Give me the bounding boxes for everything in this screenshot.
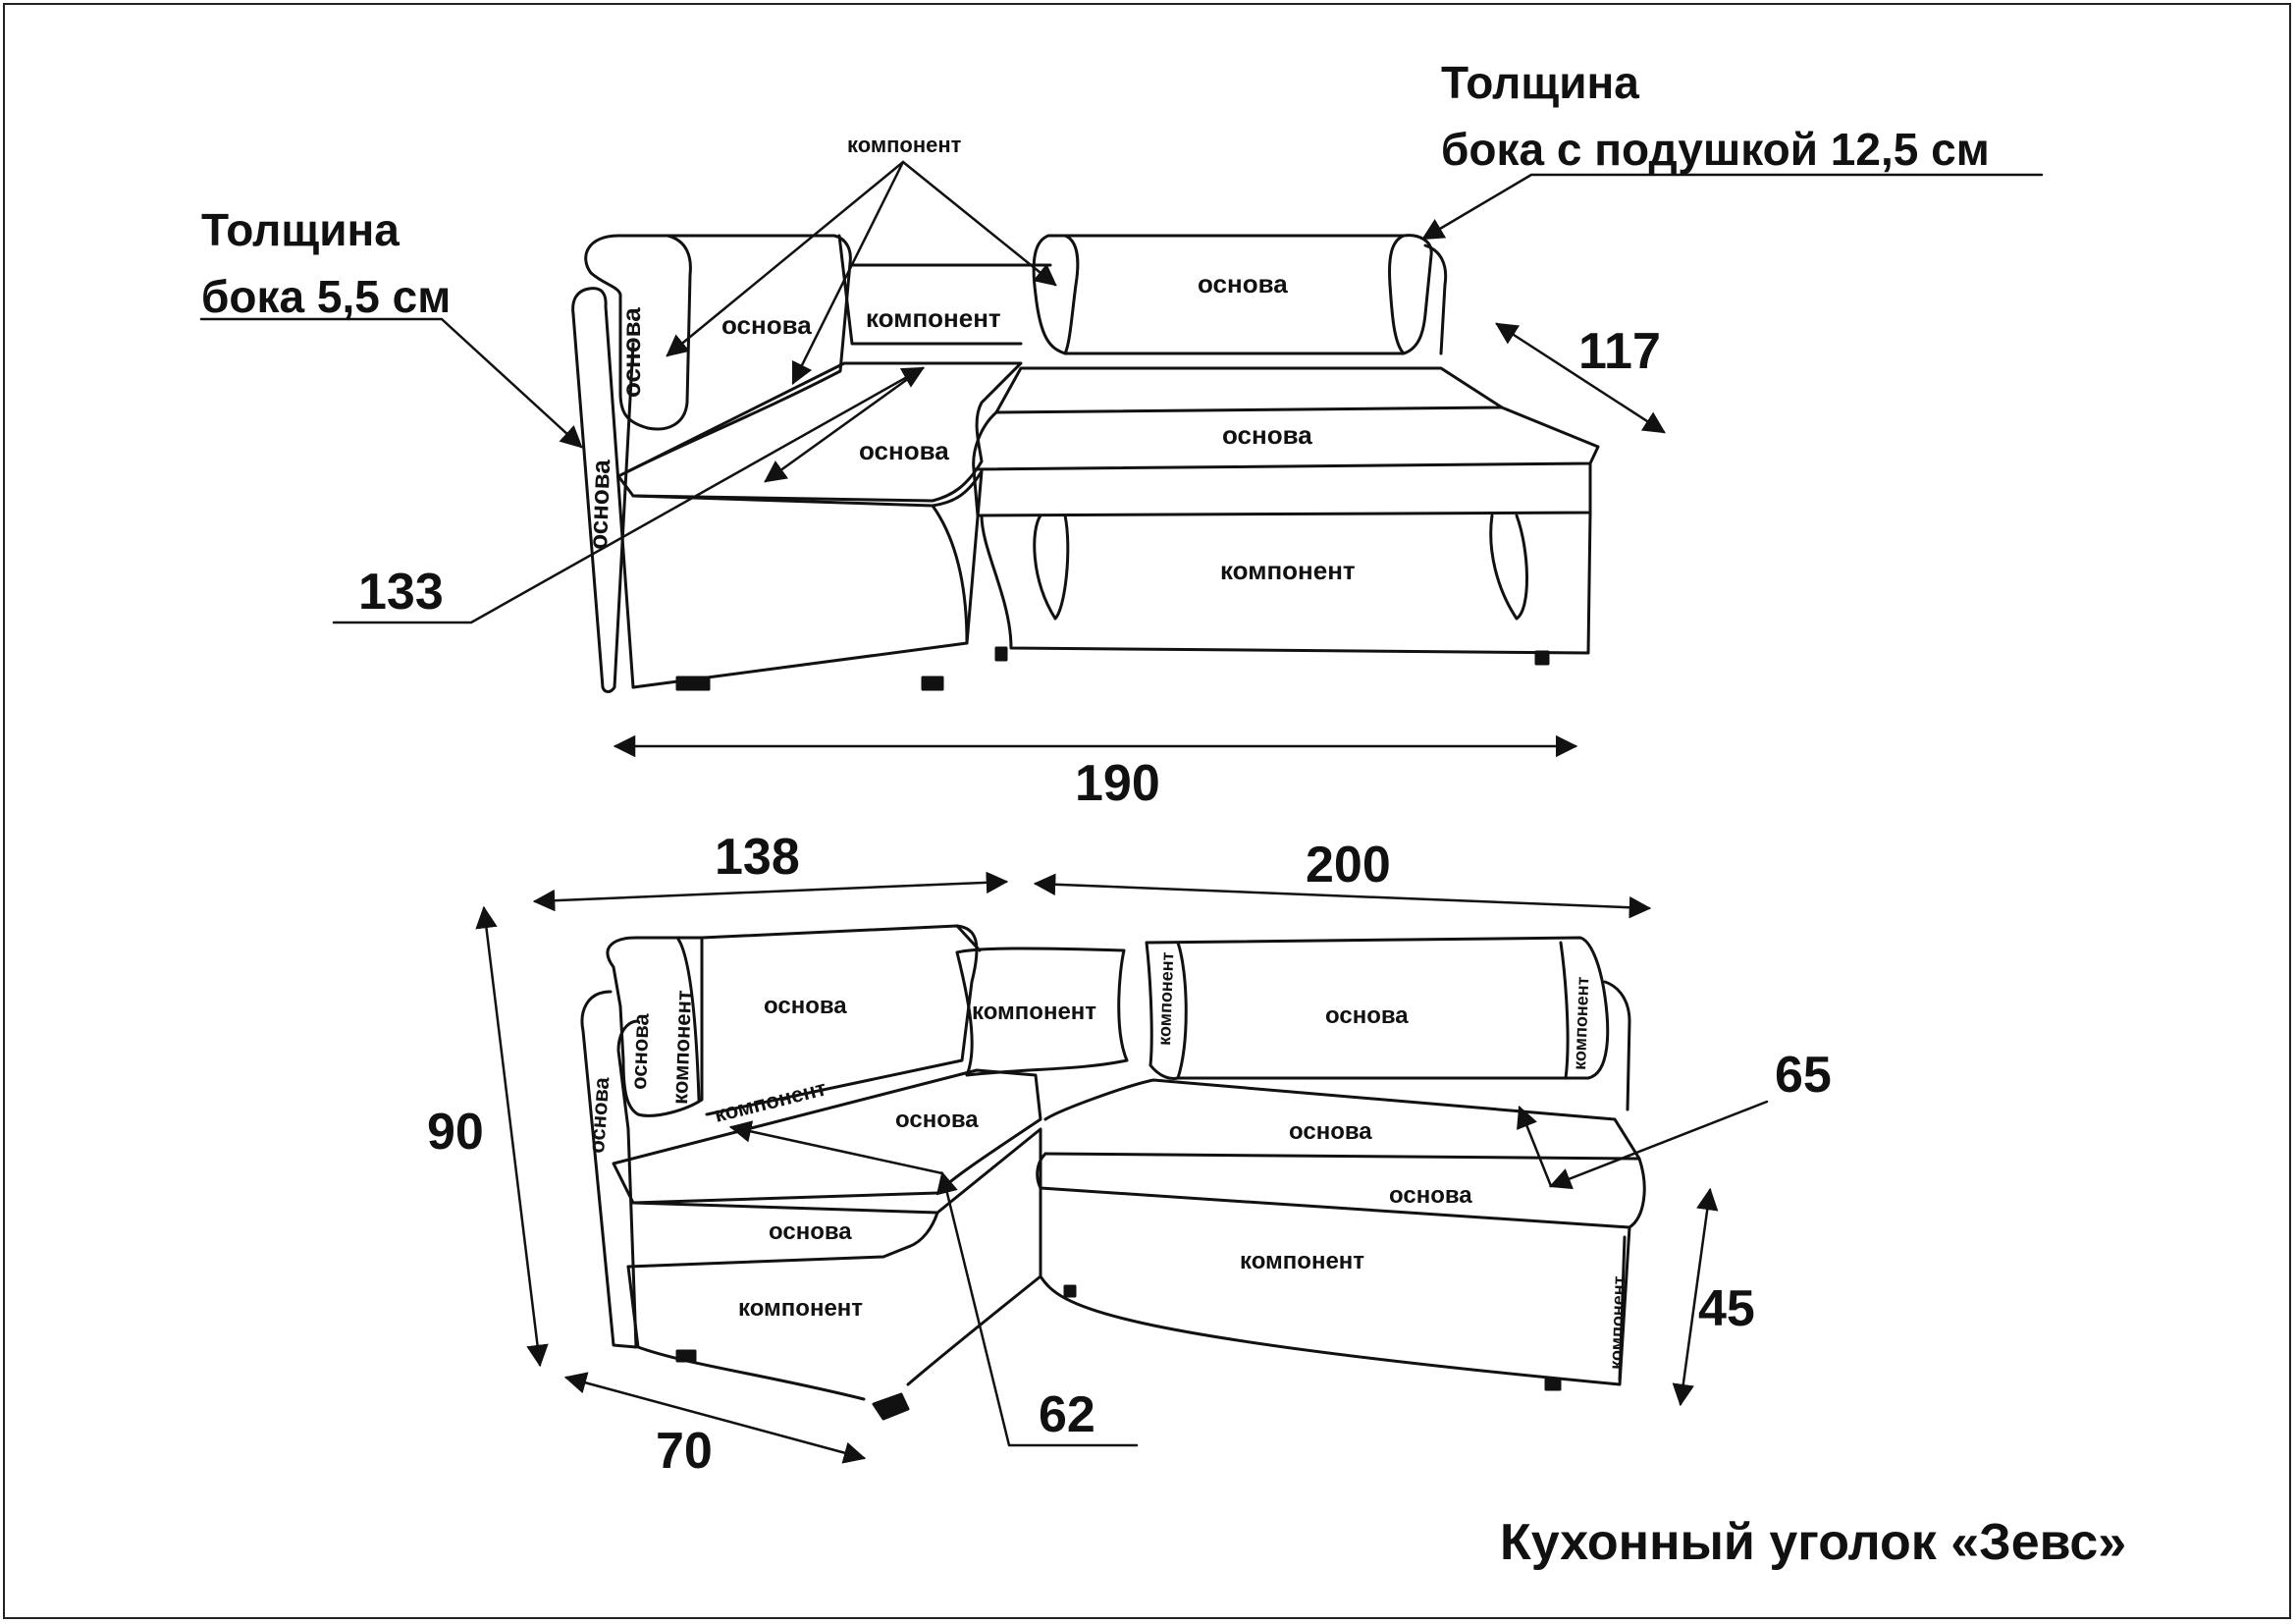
label-osnova-back-right-b: основа bbox=[1325, 1002, 1409, 1029]
top-labels: Толщина бока 5,5 см Толщина бока с подуш… bbox=[201, 57, 1990, 812]
label-komponent-box-left: компонент bbox=[738, 1295, 863, 1322]
label-osnova-seat-left: основа bbox=[859, 436, 949, 465]
label-osnova-seat-left-b: основа bbox=[895, 1107, 979, 1133]
dim-190: 190 bbox=[1075, 755, 1160, 812]
label-osnova-back-left-b: основа bbox=[764, 993, 847, 1019]
label-osnova-side-left: основа bbox=[583, 459, 615, 550]
bottom-sofa-drawing bbox=[580, 924, 1646, 1421]
label-osnova-arm: основа bbox=[626, 1012, 654, 1090]
label-komponent-back-right-right: компонент bbox=[1570, 976, 1592, 1070]
bottom-labels: 138 200 90 70 65 62 45 основа компонент … bbox=[427, 829, 1832, 1480]
label-osnova-armrest: основа bbox=[616, 307, 646, 398]
top-leader-lines bbox=[199, 160, 2044, 758]
dim-138: 138 bbox=[715, 829, 800, 886]
dim-62: 62 bbox=[1039, 1386, 1095, 1443]
dim-117: 117 bbox=[1578, 323, 1661, 380]
thickness-left-line2: бока 5,5 см bbox=[201, 271, 451, 322]
dim-70: 70 bbox=[656, 1423, 713, 1480]
label-komponent-side-right: компонент bbox=[1606, 1275, 1629, 1370]
dim-65: 65 bbox=[1775, 1047, 1832, 1104]
label-komponent-strip: компонент bbox=[712, 1075, 828, 1126]
thickness-left-line1: Толщина bbox=[201, 204, 400, 255]
label-osnova-side: основа bbox=[584, 1075, 614, 1154]
label-komponent-back-right-left: компонент bbox=[1154, 951, 1177, 1046]
label-komponent-pillow: компонент bbox=[972, 999, 1096, 1025]
thickness-right-line1: Толщина bbox=[1441, 57, 1639, 108]
page-title: Кухонный уголок «Зевс» bbox=[1500, 1514, 2126, 1571]
label-osnova-back-right: основа bbox=[1198, 269, 1288, 298]
bottom-dimension-lines bbox=[475, 871, 1769, 1464]
label-osnova-back-left: основа bbox=[721, 310, 812, 340]
label-osnova-seat-right-b: основа bbox=[1289, 1118, 1372, 1145]
label-komponent-top: компонент bbox=[847, 133, 962, 157]
dim-90: 90 bbox=[427, 1104, 484, 1161]
label-komponent-box-right: компонент bbox=[1240, 1248, 1364, 1274]
dim-133: 133 bbox=[358, 564, 444, 621]
underlines bbox=[200, 174, 2043, 320]
label-osnova-seat-right: основа bbox=[1222, 420, 1312, 450]
label-osnova-front-right: основа bbox=[1389, 1182, 1472, 1209]
dim-200: 200 bbox=[1306, 837, 1391, 893]
label-komponent-front: компонент bbox=[1220, 556, 1356, 585]
dim-45: 45 bbox=[1698, 1280, 1755, 1337]
page-frame bbox=[3, 3, 2291, 1619]
label-osnova-front-left: основа bbox=[769, 1218, 852, 1245]
top-sofa-drawing bbox=[571, 234, 1600, 693]
label-komponent-arm: компонент bbox=[667, 990, 696, 1105]
label-komponent-back-mid: компонент bbox=[866, 303, 1001, 333]
thickness-right-line2: бока с подушкой 12,5 см bbox=[1441, 124, 1990, 175]
